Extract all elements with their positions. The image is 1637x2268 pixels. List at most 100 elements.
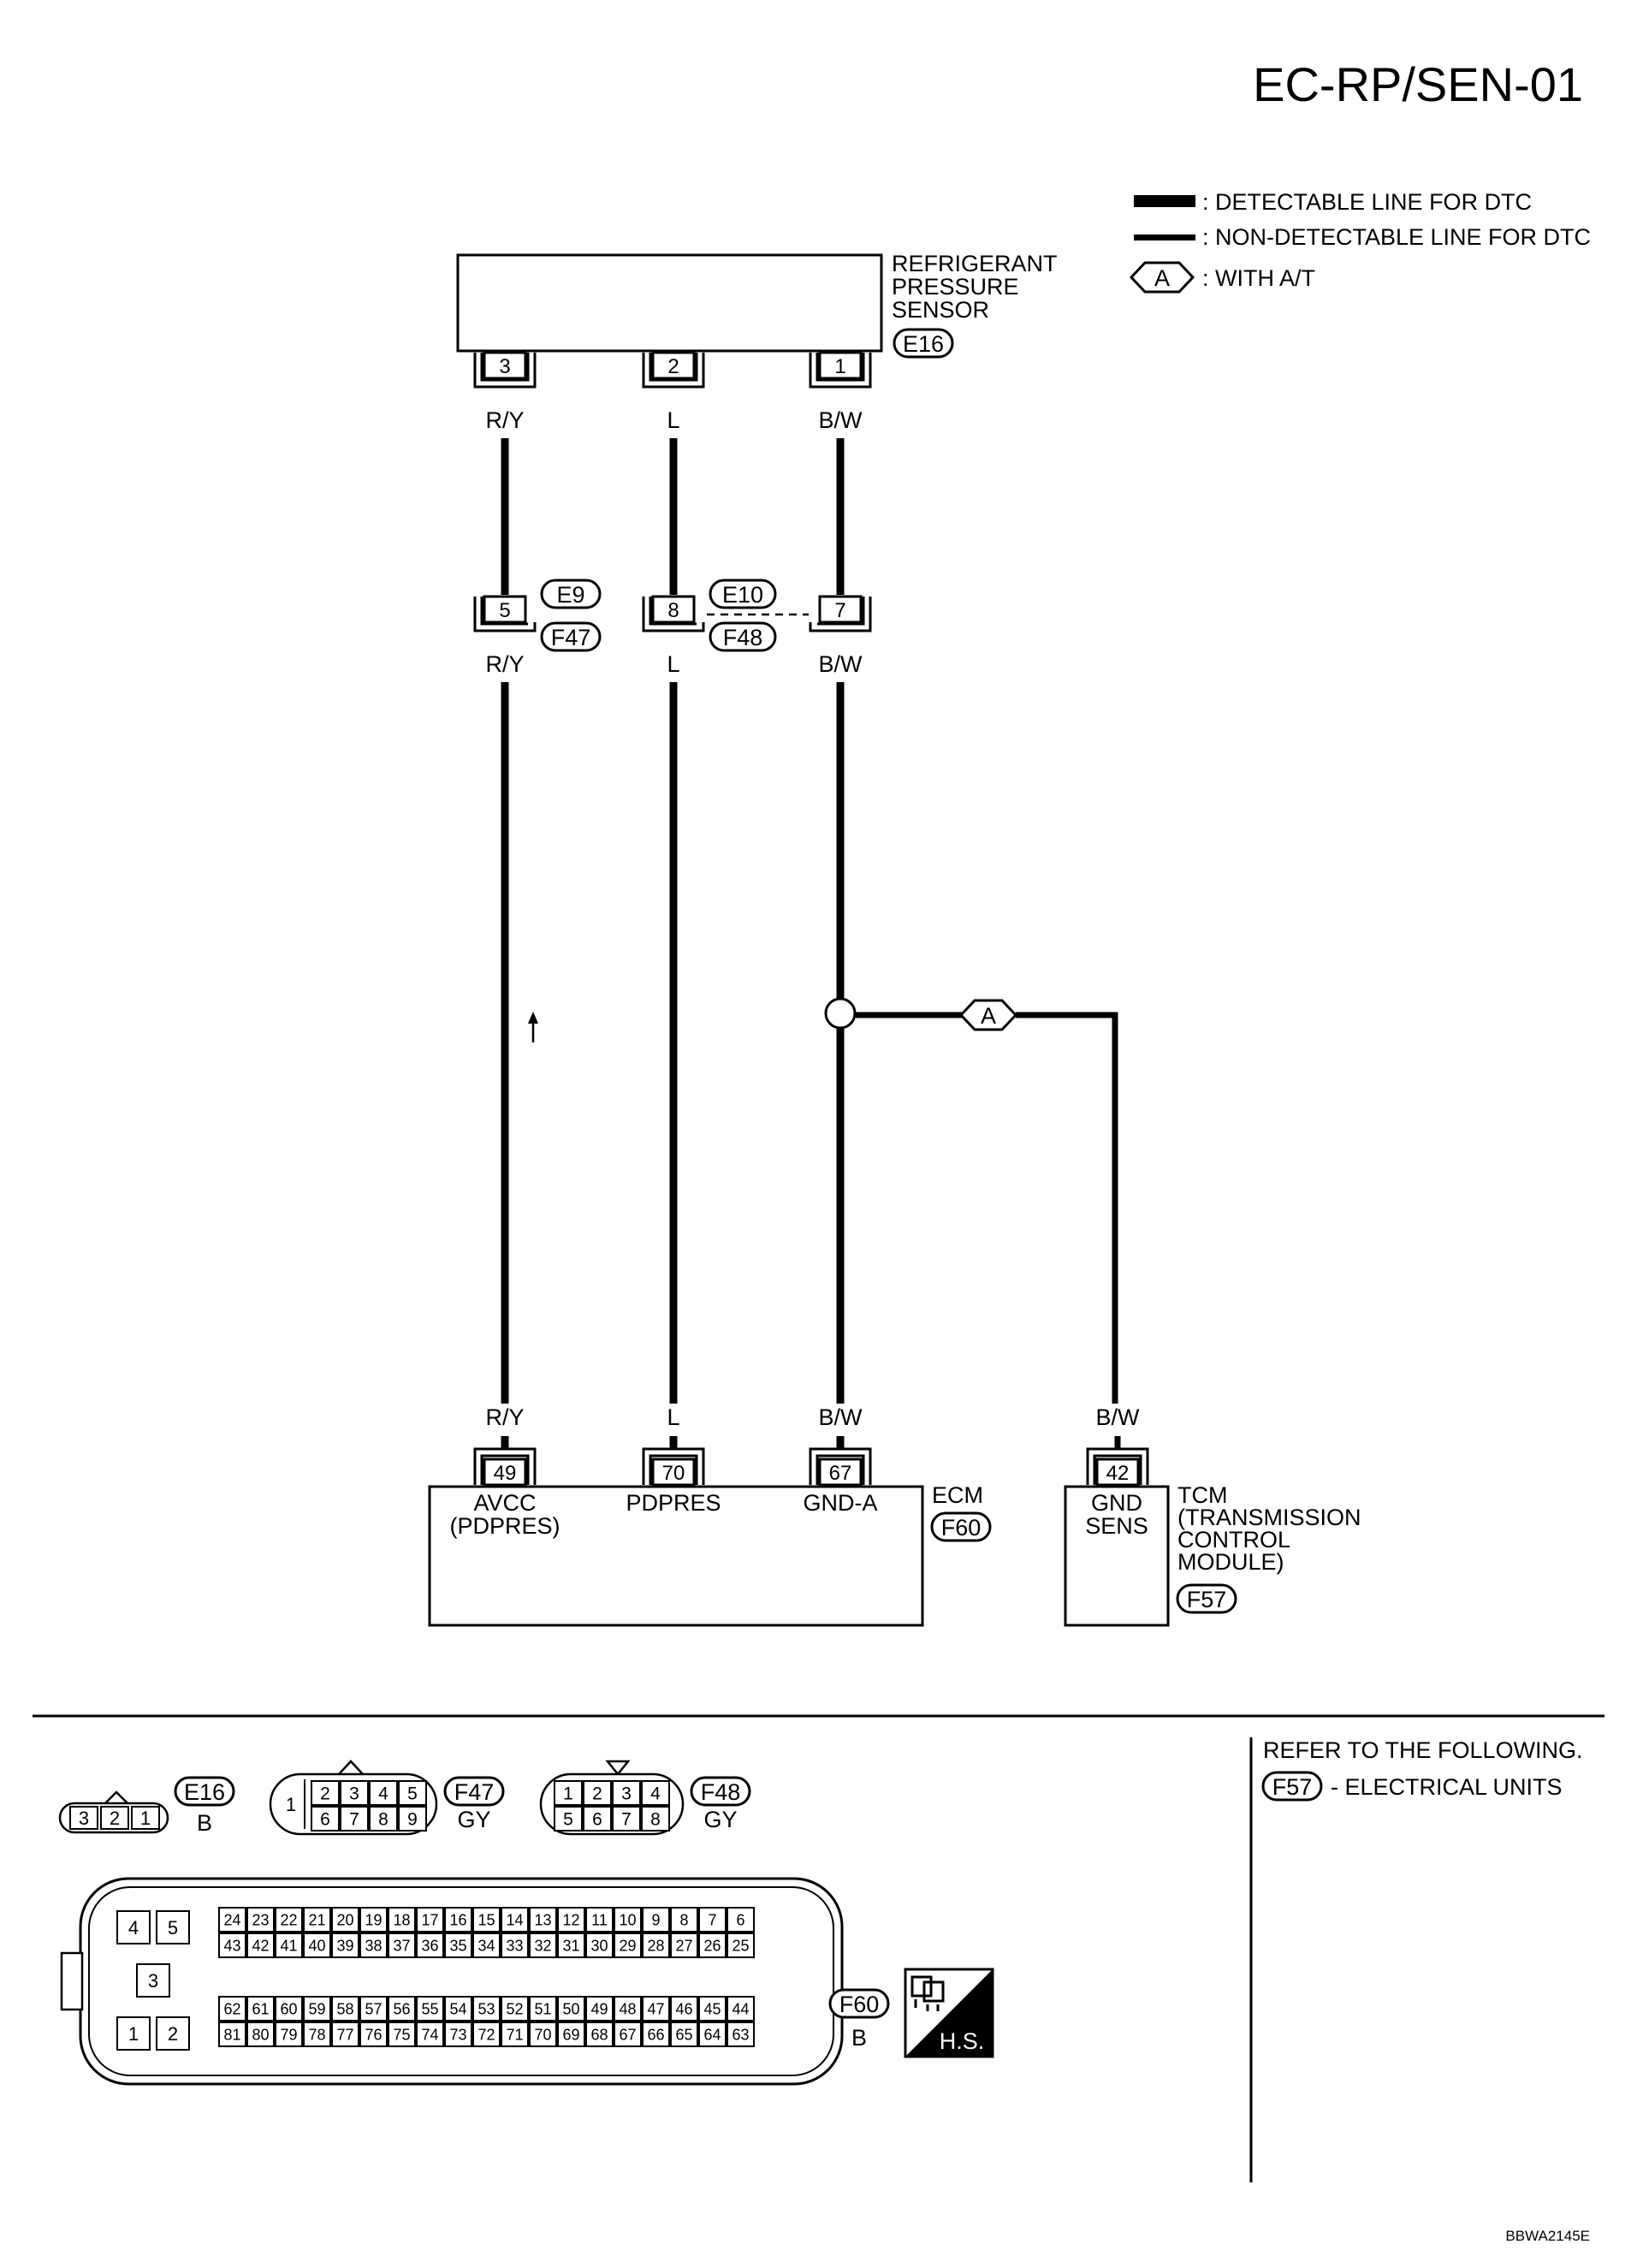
f60-pin-19-box	[359, 1907, 388, 1933]
f47-pin-8-box	[369, 1806, 398, 1832]
f60-pin-9-box	[642, 1907, 670, 1933]
f60-pin-28-box	[642, 1933, 670, 1958]
wire-color-l-3: L	[667, 1404, 679, 1430]
f60-pin-76: 76	[365, 2026, 382, 2043]
f47-code-badge	[443, 1776, 505, 1807]
f60-pin-59: 59	[308, 2000, 325, 2017]
f60-pin-49: 49	[590, 2000, 608, 2017]
f60-pin-15-box	[472, 1907, 501, 1933]
f60-pin-21: 21	[308, 1911, 325, 1928]
f47-pin-6: 6	[320, 1810, 330, 1830]
f60-pin-44: 44	[732, 2000, 749, 2017]
f48-pin-2: 2	[592, 1784, 602, 1804]
sensor-connector-code: E16	[903, 331, 944, 357]
f60-pin-32-box	[529, 1933, 557, 1958]
f60-pin-20-box	[331, 1907, 359, 1933]
f60-pin-66-box	[642, 2022, 670, 2047]
wire-color-bw-3: B/W	[819, 1404, 863, 1430]
sensor-pin-2: 2	[642, 351, 705, 389]
f60-pin-15: 15	[477, 1911, 495, 1928]
f60-pin-46: 46	[675, 2000, 692, 2017]
wire-color-l-2: L	[667, 651, 679, 677]
f60-pin-35-box	[444, 1933, 472, 1958]
f60-pin-34: 34	[477, 1937, 495, 1954]
f60-pin-63: 63	[732, 2026, 749, 2043]
svg-text:1: 1	[834, 355, 845, 378]
svg-text:3: 3	[79, 1808, 89, 1829]
option-marker-at	[958, 999, 1018, 1031]
f60-pin-60: 60	[280, 2000, 297, 2017]
f48-pin-2-box	[583, 1780, 612, 1806]
f60-pin-65-box	[670, 2022, 698, 2047]
f60-pin-27-box	[670, 1933, 698, 1958]
f60-pin-8-box	[670, 1907, 698, 1933]
refer-connector-badge	[1261, 1771, 1323, 1802]
wire-color-l-1: L	[667, 407, 679, 433]
svg-text:3: 3	[499, 355, 510, 378]
f47-color: GY	[457, 1807, 490, 1832]
f48-pin-5-box	[554, 1806, 583, 1832]
legend: : NON-DETECTABLE LINE FOR DTC : DETECTAB…	[1129, 189, 1591, 294]
svg-text:3: 3	[148, 1970, 158, 1992]
f60-pin-32: 32	[534, 1937, 551, 1954]
f60-pin-22-box	[275, 1907, 303, 1933]
f60-pin-57-box	[359, 1996, 388, 2022]
f48-pin-4-box	[641, 1780, 670, 1806]
f60-pin-37-box	[388, 1933, 416, 1958]
f60-pin-14-box	[501, 1907, 529, 1933]
f60-pin-70-box	[529, 2022, 557, 2047]
f60-pin-74: 74	[421, 2026, 438, 2043]
legend-option-letter: A	[1154, 265, 1170, 291]
f60-pin-73: 73	[449, 2026, 466, 2043]
refer-heading: REFER TO THE FOLLOWING.	[1263, 1737, 1583, 1763]
f60-pin-26: 26	[703, 1937, 721, 1954]
f48-color: GY	[703, 1807, 737, 1832]
f60-pin-74-box	[416, 2022, 444, 2047]
f47-pin-2-box	[311, 1780, 340, 1806]
f60-pin-31-box	[557, 1933, 585, 1958]
f60-pin-62-box	[218, 1996, 246, 2022]
f60-pin-47: 47	[647, 2000, 664, 2017]
f47-pin-9-box	[398, 1806, 427, 1832]
sensor-name-line2: PRESSURE	[892, 274, 1019, 300]
legend-option-marker	[1129, 261, 1195, 294]
f47-pin-8: 8	[378, 1810, 388, 1830]
figure-id: BBWA2145E	[1505, 2228, 1590, 2244]
f60-pin-68: 68	[590, 2026, 608, 2043]
hs-label: H.S.	[940, 2028, 985, 2054]
f60-pin-13: 13	[534, 1911, 551, 1928]
f60-pin-36: 36	[421, 1937, 438, 1954]
wire-color-bw-1: B/W	[819, 407, 863, 433]
ecm-terminal-gnd-a: GND-A	[804, 1490, 878, 1516]
f48-pin-7-box	[612, 1806, 641, 1832]
f60-pin-55: 55	[421, 2000, 438, 2017]
wire-color-bw-2: B/W	[819, 651, 863, 677]
f47-pin-4-box	[369, 1780, 398, 1806]
tcm-terminal-gnd: GND	[1091, 1490, 1142, 1516]
f60-pin-25: 25	[732, 1937, 749, 1954]
f60-pin-26-box	[698, 1933, 727, 1958]
f47-pin-5: 5	[407, 1784, 418, 1804]
f47-pin-3: 3	[349, 1784, 359, 1804]
svg-text:B: B	[197, 1810, 212, 1836]
f48-pin-6: 6	[592, 1810, 602, 1830]
f60-pin-46-box	[670, 1996, 698, 2022]
refer-text: - ELECTRICAL UNITS	[1331, 1774, 1563, 1800]
f60-pin-18-box	[388, 1907, 416, 1933]
sensor-pin-1: 1	[809, 351, 872, 389]
f60-pin-29-box	[614, 1933, 642, 1958]
f60-pin-72: 72	[477, 2026, 495, 2043]
f60-pin-22: 22	[280, 1911, 297, 1928]
ecm-terminal-avcc-sub: (PDPRES)	[449, 1513, 560, 1539]
f60-pin-14: 14	[506, 1911, 523, 1928]
refrigerant-pressure-sensor: REFRIGERANT PRESSURE SENSOR E16	[456, 251, 1058, 359]
f60-pin-44-box	[727, 1996, 755, 2022]
f48-pin-1: 1	[563, 1784, 573, 1804]
f60-pin-18: 18	[393, 1911, 410, 1928]
harness-side-icon: H.S.	[904, 1968, 994, 2058]
f48-pin-7: 7	[621, 1810, 632, 1830]
f60-pin-68-box	[585, 2022, 614, 2047]
svg-text:2: 2	[168, 2023, 178, 2045]
